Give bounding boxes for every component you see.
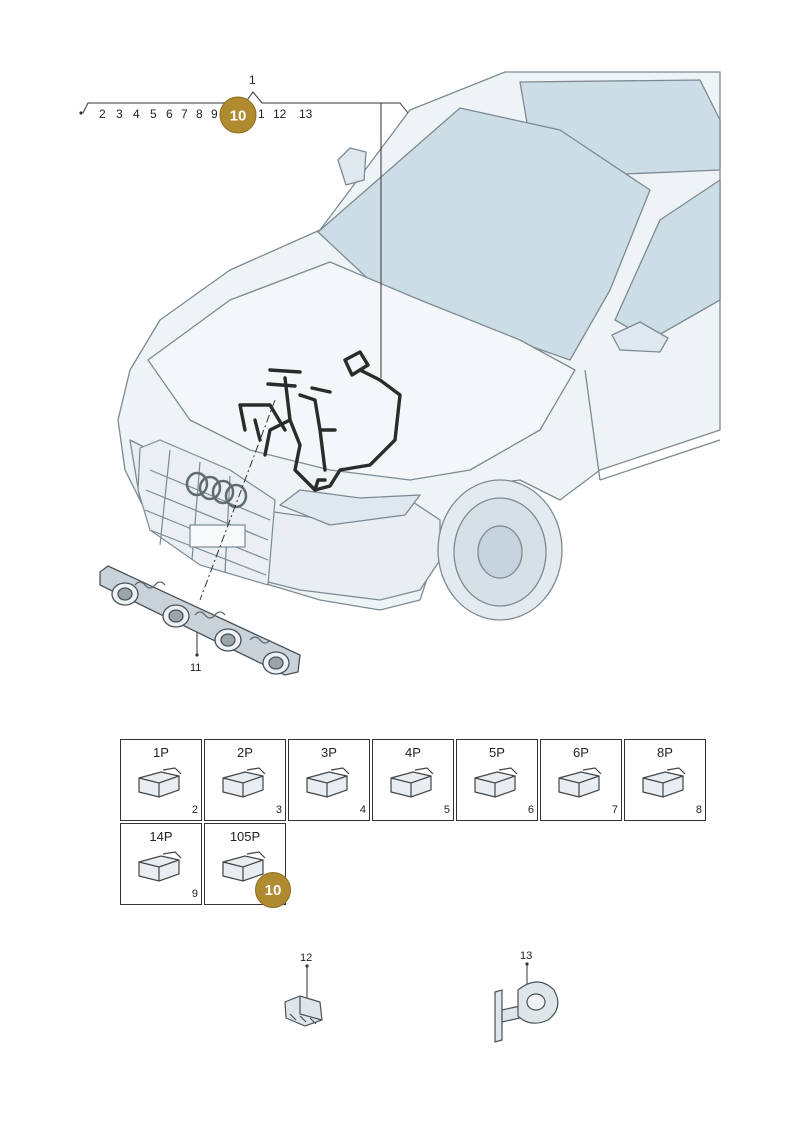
sensor-rail [99,565,301,676]
connector-number: 9 [191,888,198,900]
connector-grid: 1P 2 2P 3 3P 4 4P 5 [120,739,706,905]
connector-icon [642,767,686,798]
connector-cell-3p[interactable]: 3P 4 [288,739,370,821]
connector-cell-1p[interactable]: 1P 2 [120,739,202,821]
sub-label: 13 [299,107,313,121]
connector-title: 1P [153,745,169,760]
logo-rings [185,471,248,509]
header-badge[interactable]: 10 [219,96,257,134]
connector-cell-5p[interactable]: 5P 6 [456,739,538,821]
connector-title: 105P [229,829,261,844]
connector-number: 3 [275,804,282,816]
sub-label: 1 [258,107,265,121]
connector-cell-14p[interactable]: 14P 9 [120,823,202,905]
connector-number: 5 [443,804,450,816]
connector-title: 8P [657,745,673,760]
connector-icon [222,851,266,882]
connector-number: 6 [527,804,534,816]
connector-title: 3P [321,745,337,760]
connector-cell-8p[interactable]: 8P 8 [624,739,706,821]
sub-label: 9 [211,107,218,121]
connector-number: 2 [191,804,198,816]
callout-11: 11 [190,662,201,674]
connector-icon [222,767,266,798]
connector-cell-2p[interactable]: 2P 3 [204,739,286,821]
sub-label: 8 [196,107,203,121]
callout-12: 12 [300,952,312,964]
connector-badge[interactable]: 10 [255,872,291,908]
top-label: 1 [249,73,256,87]
connector-icon [558,767,602,798]
connector-number: 7 [611,804,618,816]
connector-icon [138,767,182,798]
sub-label: 6 [166,107,173,121]
connector-cell-4p[interactable]: 4P 5 [372,739,454,821]
clip-part [284,995,323,1027]
sub-labels: 2 3 4 5 6 7 8 9 1 12 13 [99,107,313,121]
connector-number: 8 [695,804,702,816]
connector-cell-6p[interactable]: 6P 7 [540,739,622,821]
front-grille [137,439,276,586]
connector-number: 4 [359,804,366,816]
leader-lines [82,91,528,998]
connector-title: 6P [573,745,589,760]
connector-icon [138,851,182,882]
sub-label: 2 [99,107,106,121]
connector-title: 14P [149,829,173,844]
connector-title: 5P [489,745,505,760]
wiring-harness [238,350,402,492]
sub-label: 4 [133,107,140,121]
sub-label: 3 [116,107,123,121]
connector-title: 4P [405,745,421,760]
connector-icon [306,767,350,798]
sub-label: 12 [273,107,287,121]
sub-label: 5 [150,107,157,121]
connector-icon [390,767,434,798]
callout-13: 13 [520,950,532,962]
sub-label: 7 [181,107,188,121]
connector-title: 2P [237,745,253,760]
svg-text:10: 10 [230,108,247,125]
connector-icon [474,767,518,798]
holder-part [494,981,559,1043]
